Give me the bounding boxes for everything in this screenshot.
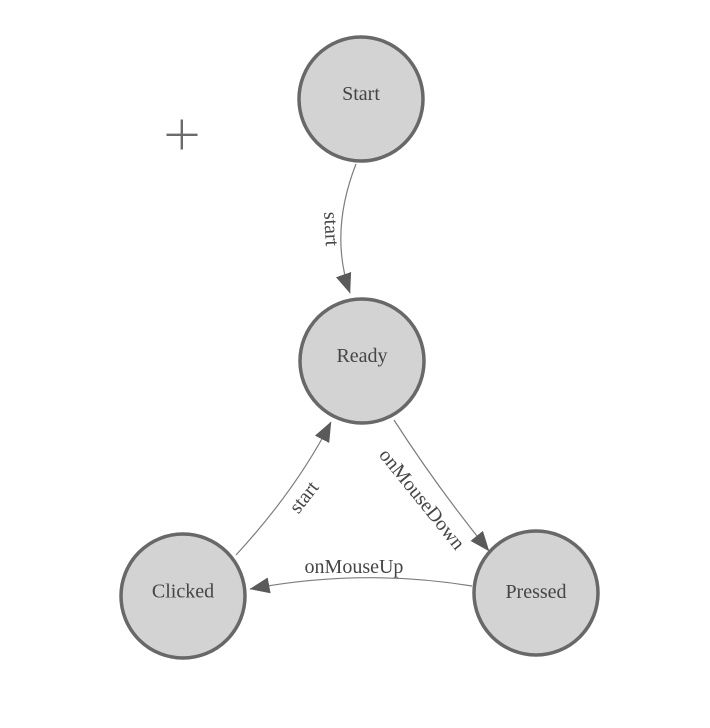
state-circle-clicked[interactable] xyxy=(119,532,247,660)
state-label-start: Start xyxy=(342,83,380,105)
state-label-ready: Ready xyxy=(336,345,387,367)
state-node-clicked[interactable]: Clicked xyxy=(119,532,247,660)
state-label-clicked: Clicked xyxy=(152,581,214,603)
transition-label-clicked-ready: start xyxy=(285,477,324,518)
state-circle-start[interactable] xyxy=(297,35,425,163)
transition-edge-pressed-clicked[interactable] xyxy=(249,577,473,594)
transition-edge-clicked-ready[interactable] xyxy=(235,421,332,556)
transition-edge-start-ready[interactable] xyxy=(336,163,357,294)
transition-label-start-ready: start xyxy=(319,211,343,247)
state-node-ready[interactable]: Ready xyxy=(298,297,426,425)
transition-edge-ready-pressed[interactable] xyxy=(393,419,490,552)
state-node-pressed[interactable]: Pressed xyxy=(472,529,600,657)
state-circle-pressed[interactable] xyxy=(472,529,600,657)
crosshair-plus-icon xyxy=(166,119,198,150)
state-circle-ready[interactable] xyxy=(298,297,426,425)
transition-label-pressed-clicked: onMouseUp xyxy=(305,556,404,578)
state-label-pressed: Pressed xyxy=(505,581,566,603)
state-node-start[interactable]: Start xyxy=(297,35,425,163)
